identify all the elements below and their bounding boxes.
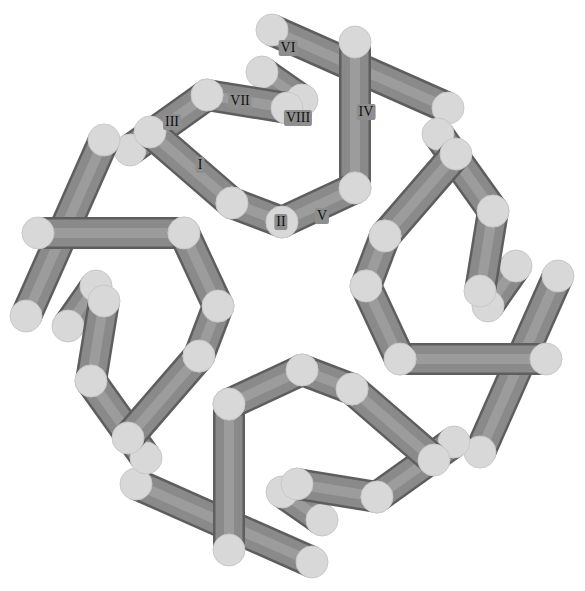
cylinder-cap [75,365,107,397]
cylinder-cap [339,172,371,204]
cylinder-highlight [38,228,184,238]
helix-label: III [163,114,181,130]
cylinder-cap [369,220,401,252]
cylinder-cap [296,546,328,578]
cylinder-cap [75,365,107,397]
cylinder-cap [339,26,371,58]
helix-label: I [196,157,205,173]
helix-cylinder [336,373,450,476]
helix-cylinder [75,285,120,397]
cylinder-cap [286,354,318,386]
cylinder-cap [202,290,234,322]
cylinder-cap [216,187,248,219]
cylinder-cap [369,220,401,252]
helix-cylinder [213,354,318,420]
helix-cylinder [266,172,371,238]
cylinder-cap [266,206,298,238]
cylinder-body [400,346,546,373]
helix-cylinder [216,187,298,238]
cylinder-cap [418,444,450,476]
cylinder-cap [266,206,298,238]
cylinder-cap [530,343,562,375]
cylinder-cap [10,300,42,332]
cylinder-body [38,220,184,247]
cylinder-cap [168,217,200,249]
cylinder-cap [384,343,416,375]
cylinder-cap [477,195,509,227]
helix-cylinder [286,354,368,405]
cylinder-highlight [224,404,234,550]
cylinder-cap [350,270,382,302]
cylinder-cap [22,217,54,249]
cylinder-cap [213,388,245,420]
helix-cylinder [22,217,200,249]
helix-cylinder [168,217,234,322]
cylinder-cap [500,250,532,282]
cylinder-cap [542,260,574,292]
helix-cylinder [112,340,215,454]
cylinder-cap [350,270,382,302]
helix-cylinder [213,388,245,566]
cylinder-cap [183,340,215,372]
cylinder-edge [400,343,546,375]
cylinder-cap [88,285,120,317]
cylinder-cap [361,481,393,513]
helix-label: VIII [284,110,312,126]
cylinder-edge [38,217,184,249]
cylinder-cap [306,504,338,536]
helix-cylinder [384,343,562,375]
cylinder-cap [336,373,368,405]
helix-cylinder [464,195,509,307]
helix-cylinder [281,468,393,513]
cylinder-cap [112,422,144,454]
cylinder-cap [202,290,234,322]
cylinder-cap [88,124,120,156]
helix-cylinder [369,138,472,252]
helix-cylinder [183,290,234,372]
cylinder-cap [440,138,472,170]
cylinder-cap [361,481,393,513]
cylinder-cap [168,217,200,249]
cylinder-cap [213,534,245,566]
helix-label: VII [228,93,251,109]
cylinder-cap [477,195,509,227]
cylinder-cap [191,79,223,111]
cylinder-cap [281,468,313,500]
helix-label: IV [357,104,376,120]
cylinder-cap [286,354,318,386]
cylinder-cap [191,79,223,111]
helix-label: II [274,214,287,230]
cylinder-body [216,404,243,550]
cylinder-cap [336,373,368,405]
helix-cylinder [350,220,401,302]
cylinder-cap [464,275,496,307]
cylinder-cap [183,340,215,372]
cylinder-cap [52,310,84,342]
cylinder-highlight [400,354,546,364]
helix-label: V [315,208,329,224]
cylinder-cap [134,116,166,148]
cylinder-cap [213,388,245,420]
cylinder-cap [246,56,278,88]
cylinder-edge [213,404,245,550]
cylinder-cap [384,343,416,375]
helix-cylinder [134,116,248,219]
helix-label: VI [279,40,298,56]
cylinder-cap [216,187,248,219]
helix-cylinder [350,270,416,375]
cylinder-cap [339,172,371,204]
